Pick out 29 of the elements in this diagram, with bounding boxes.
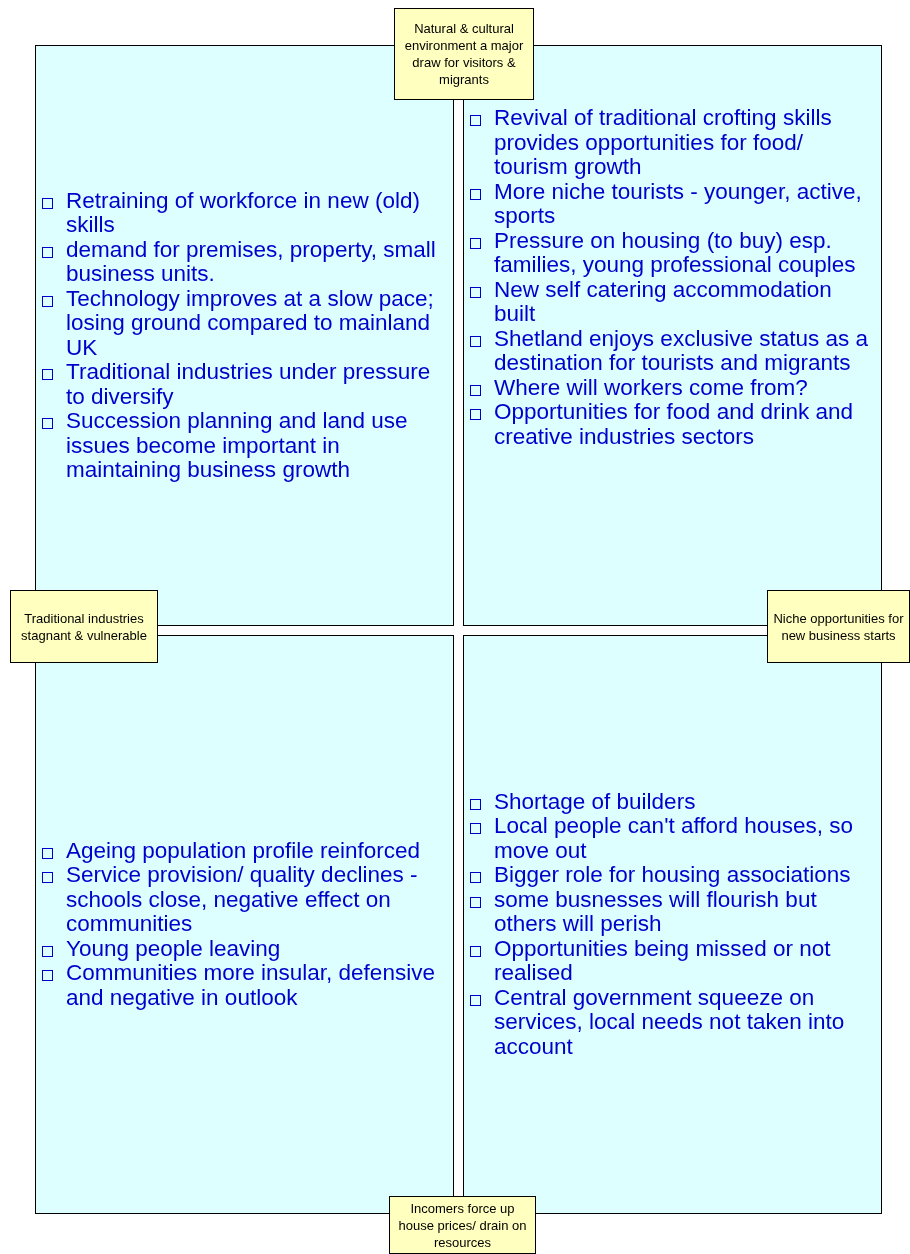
bullet-item: Young people leaving (40, 936, 449, 962)
bullet-item: Central government squeeze on services, local needs not taken into account (468, 985, 877, 1060)
bullet-item: demand for premises, property, small business units. (40, 237, 449, 287)
bullet-item: Bigger role for housing associations (468, 863, 877, 888)
axis-label: Traditional industries stagnant & vulnerable (20, 609, 148, 644)
bullet-item: Local people can't afford houses, so move out (468, 814, 877, 864)
bullet-item: Traditional industries under pressure to diversify (40, 360, 449, 409)
bullet-item: More niche tourists - younger, active, sports (468, 179, 877, 229)
axis-label-box (394, 8, 534, 100)
bullet-item: Where will workers come from? (468, 375, 877, 400)
axis-label-box (767, 590, 910, 663)
bullet-item: Opportunities being missed or not realised (468, 936, 877, 986)
bullet-item: Pressure on housing (to buy) esp. families, young professional couples (468, 228, 877, 278)
axis-label: Niche opportunities for new business starts (772, 609, 905, 644)
axis-label-box (389, 1196, 536, 1254)
bullet-item: Technology improves at a slow pace; losing ground compared to mainland UK (40, 286, 449, 360)
bullet-item: Shetland enjoys exclusive status as a destination for tourists and migrants (468, 326, 877, 376)
bullet-item: Shortage of builders (468, 789, 877, 815)
bullet-item: Opportunities for food and drink and creative industries sectors (468, 400, 877, 449)
bullet-item: Ageing population profile reinforced (40, 838, 449, 864)
bullet-item: Service provision/ quality declines - schools close, negative effect on communities (40, 863, 449, 937)
axis-label-box (10, 590, 158, 663)
bullet-item: New self catering accommodation built (468, 277, 877, 327)
axis-label: Incomers force up house prices/ drain on resources (397, 1199, 528, 1251)
bullet-item: Succession planning and land use issues become important in maintaining business growth (40, 409, 449, 483)
bullet-item: some busnesses will flourish but others will perish (468, 887, 877, 937)
bullet-item: Communities more insular, defensive and negative in outlook (40, 961, 449, 1011)
axis-label: Natural & cultural environment a major draw for visitors & migrants (403, 20, 525, 88)
bullet-item: Revival of traditional crofting skills provides opportunities for food/ tourism growth (468, 106, 877, 180)
